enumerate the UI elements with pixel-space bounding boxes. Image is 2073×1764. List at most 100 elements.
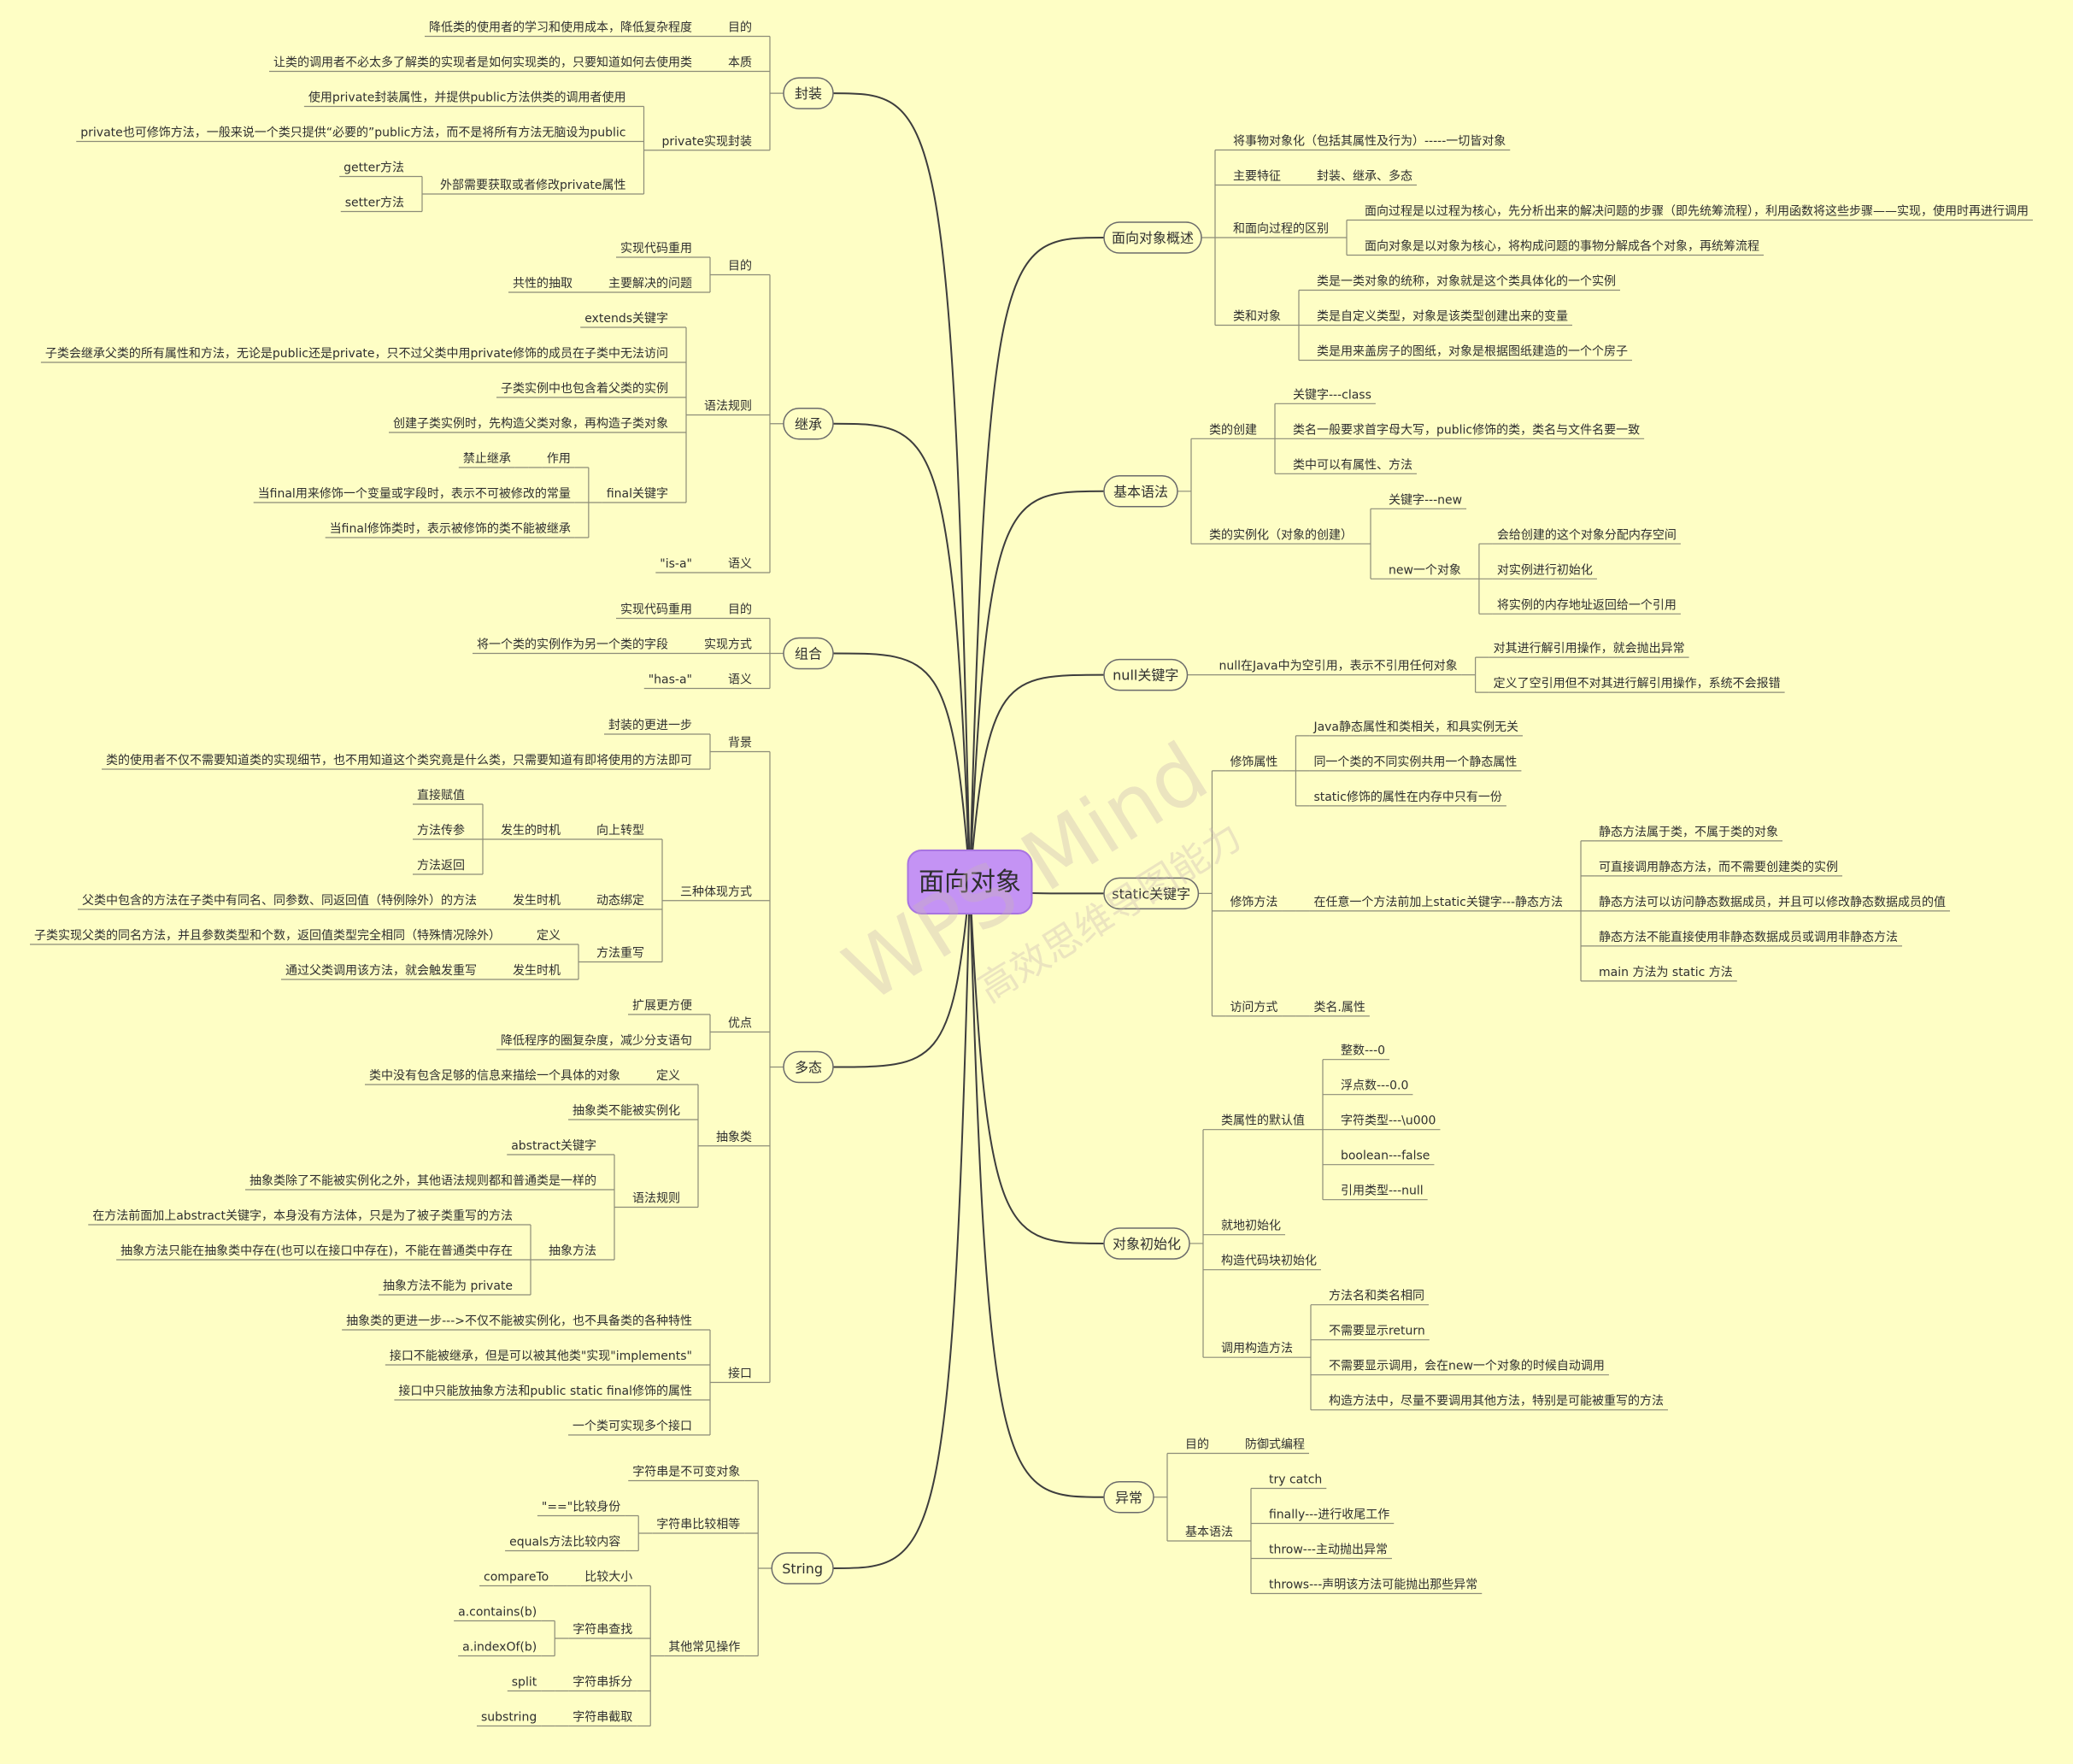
node-left-0: getter方法 <box>344 162 404 175</box>
connector <box>1333 220 1348 256</box>
connector <box>1465 544 1480 614</box>
node-right-4: 字符类型---\u000 <box>1341 1114 1436 1128</box>
branch-label-left-4: String <box>782 1561 823 1577</box>
connector <box>1461 657 1477 693</box>
connector <box>1237 1488 1252 1594</box>
branch-pill-left-3[interactable] <box>783 1050 834 1084</box>
node-left-1: 主要解决的问题 <box>608 277 692 291</box>
node-left-4: substring <box>481 1711 537 1725</box>
node-left-0: 外部需要获取或者修改private属性 <box>440 179 626 192</box>
node-right-4: 就地初始化 <box>1221 1219 1281 1233</box>
connector <box>709 1330 724 1435</box>
node-left-0: 降低类的使用者的学习和使用成本，降低复杂程度 <box>429 21 692 35</box>
node-left-4: 字符串比较相等 <box>656 1517 740 1532</box>
connector <box>1282 735 1297 806</box>
node-left-3: 抽象类不能被实例化 <box>573 1104 680 1118</box>
node-right-4: 整数---0 <box>1341 1044 1385 1058</box>
connector <box>614 1155 629 1260</box>
branch-connector <box>832 422 971 883</box>
root-label: 面向对象 <box>919 867 1021 897</box>
connector <box>685 327 700 503</box>
connector <box>1154 1453 1168 1541</box>
node-right-5: 基本语法 <box>1185 1525 1233 1539</box>
connector <box>1198 770 1213 1016</box>
branch-pill-left-4[interactable] <box>771 1552 834 1585</box>
node-left-0: private也可修饰方法，一般来说一个类只提供“必要的”public方法，而不… <box>80 126 625 140</box>
branch-pill-right-4[interactable] <box>1103 1227 1190 1260</box>
branch-connector <box>969 490 1105 883</box>
node-right-4: 引用类型---null <box>1341 1185 1424 1198</box>
branch-label-left-3: 多态 <box>795 1060 822 1076</box>
branch-pill-right-5[interactable] <box>1103 1481 1154 1514</box>
connector <box>637 1515 653 1551</box>
branch-label-right-5: 异常 <box>1115 1490 1142 1506</box>
node-left-1: 禁止继承 <box>463 452 511 466</box>
connector <box>578 944 593 979</box>
node-left-4: 字符串查找 <box>573 1623 632 1637</box>
node-left-2: 实现代码重用 <box>620 603 692 617</box>
branch-label-left-2: 组合 <box>795 646 822 662</box>
node-right-1: 将实例的内存地址返回给一个引用 <box>1497 598 1677 612</box>
node-left-3: 直接赋值 <box>417 788 465 803</box>
node-right-3: 访问方式 <box>1230 1001 1277 1014</box>
node-right-3: 静态方法属于类，不属于类的对象 <box>1599 826 1778 839</box>
node-right-5: throw---主动抛出异常 <box>1269 1544 1388 1557</box>
node-left-2: 语义 <box>728 673 752 687</box>
node-left-1: 当final用来修饰一个变量或字段时，表示不可被修改的常量 <box>258 487 571 501</box>
branch-connector <box>969 673 1105 883</box>
root-node[interactable] <box>907 850 1033 914</box>
branch-pill-left-0[interactable] <box>783 77 834 109</box>
node-left-3: 抽象方法 <box>549 1244 596 1258</box>
node-left-3: 通过父类调用该方法，就会触发重写 <box>285 964 477 978</box>
branch-label-right-0: 面向对象概述 <box>1112 230 1194 246</box>
node-left-0: private实现封装 <box>662 135 753 149</box>
connector <box>588 467 602 538</box>
node-left-3: 父类中包含的方法在子类中有同名、同参数、同返回值（特例除外）的方法 <box>82 893 477 908</box>
node-left-0: 本质 <box>728 56 752 70</box>
node-left-0: 使用private封装属性，并提供public方法供类的调用者使用 <box>308 91 626 105</box>
node-left-1: 共性的抽取 <box>513 277 573 291</box>
node-left-3: 抽象方法只能在抽象类中存在(也可以在接口中存在)，不能在普通类中存在 <box>120 1244 513 1258</box>
node-left-4: compareTo <box>484 1571 549 1585</box>
connector <box>482 804 497 874</box>
connector <box>709 734 724 769</box>
node-right-3: 在任意一个方法前加上static关键字---静态方法 <box>1313 895 1563 909</box>
branch-pill-right-0[interactable] <box>1103 221 1202 254</box>
node-right-2: null在Java中为空引用，表示不引用任何对象 <box>1219 660 1458 673</box>
branch-pill-left-2[interactable] <box>783 637 834 670</box>
connector <box>1285 290 1300 361</box>
branch-pill-right-1[interactable] <box>1103 475 1178 508</box>
node-right-4: 类属性的默认值 <box>1221 1114 1305 1128</box>
node-right-2: 定义了空引用但不对其进行解引用操作，系统不会报错 <box>1494 677 1781 691</box>
node-right-0: 面向过程是以过程为核心，先分析出来的解决问题的步骤（即先统筹流程），利用函数将这… <box>1365 204 2029 219</box>
connector <box>709 257 724 292</box>
node-right-3: 静态方法不能直接使用非静态数据成员或调用非静态方法 <box>1599 930 1898 944</box>
node-left-3: 扩展更方便 <box>632 999 692 1013</box>
node-right-3: 修饰属性 <box>1230 756 1277 769</box>
node-left-1: final关键字 <box>607 487 668 501</box>
connector <box>1567 840 1582 981</box>
branch-label-right-1: 基本语法 <box>1113 484 1168 500</box>
connector <box>1297 1304 1312 1410</box>
node-right-4: 方法名和类名相同 <box>1329 1290 1424 1303</box>
node-right-4: boolean---false <box>1341 1150 1430 1163</box>
node-left-4: "=="比较身份 <box>542 1501 620 1514</box>
node-right-3: 静态方法可以访问静态数据成员，并且可以修改静态数据成员的值 <box>1599 896 1946 909</box>
node-left-3: 方法重写 <box>596 947 644 961</box>
node-left-3: 背景 <box>728 737 752 750</box>
node-left-3: 定义 <box>656 1069 680 1083</box>
connector <box>530 1225 545 1295</box>
node-left-3: 向上转型 <box>596 824 644 838</box>
connector <box>661 839 676 962</box>
connector <box>1177 438 1192 544</box>
connector <box>769 751 784 1383</box>
branch-pill-left-1[interactable] <box>783 408 834 440</box>
node-right-0: 类是一类对象的统称，对象就是这个类具体化的一个实例 <box>1317 274 1616 289</box>
branch-label-right-2: null关键字 <box>1113 667 1178 684</box>
connector <box>769 618 784 689</box>
branch-pill-right-3[interactable] <box>1103 877 1200 910</box>
node-left-2: 目的 <box>728 603 752 617</box>
branch-pill-right-2[interactable] <box>1103 658 1189 691</box>
